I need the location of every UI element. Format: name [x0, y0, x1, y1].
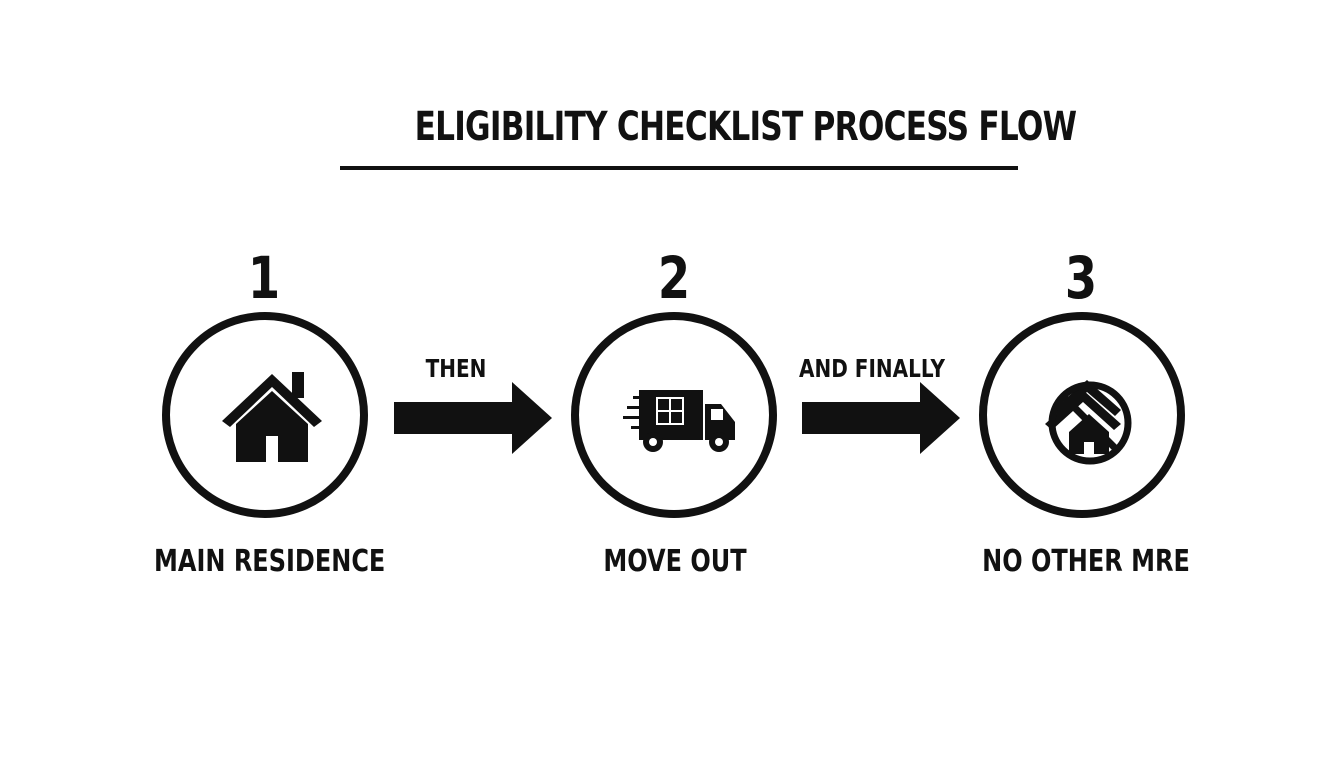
house-icon: [222, 372, 322, 462]
step-circle-2: [571, 312, 777, 518]
step-number-1: 1: [247, 244, 281, 312]
step-circle-3: [979, 312, 1185, 518]
diagram-title: ELIGIBILITY CHECKLIST PROCESS FLOW: [414, 104, 1077, 150]
no-house-icon: [1045, 380, 1132, 465]
arrow-right-icon: [802, 382, 960, 454]
step-label-1: MAIN RESIDENCE: [154, 544, 386, 579]
arrow-right-icon: [394, 382, 552, 454]
step-label-3: NO OTHER MRE: [982, 544, 1190, 579]
connector-label-2: AND FINALLY: [799, 354, 945, 383]
step-number-3: 3: [1064, 244, 1098, 312]
connector-label-1: THEN: [425, 354, 487, 383]
moving-truck-icon: [623, 390, 735, 452]
step-circle-1: [162, 312, 368, 518]
title-underline: [340, 166, 1018, 170]
step-number-2: 2: [657, 244, 691, 312]
step-label-2: MOVE OUT: [603, 544, 747, 579]
